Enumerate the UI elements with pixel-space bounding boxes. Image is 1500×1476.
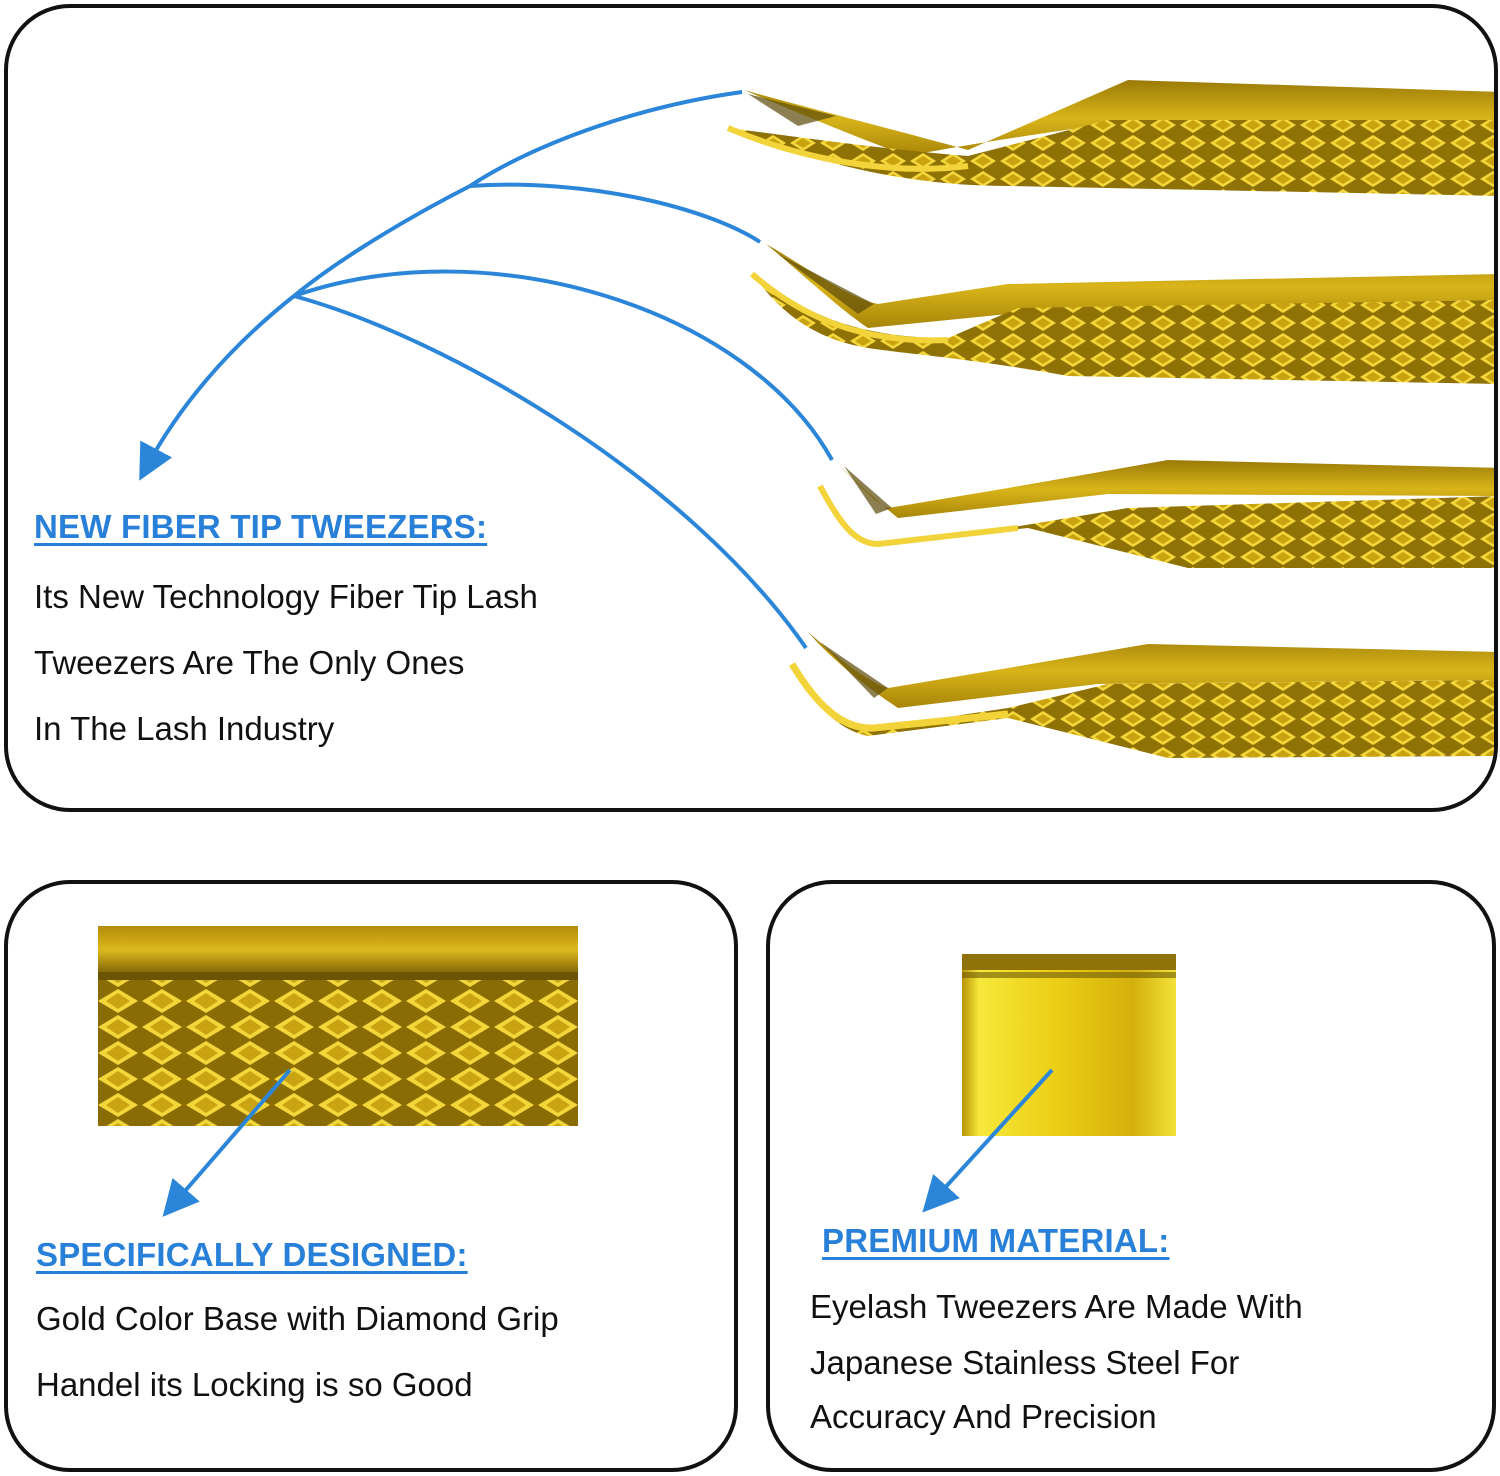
arrow-down-left-icon [922,1068,1054,1213]
designed-line-2: Handel its Locking is so Good [36,1366,473,1403]
designed-panel: SPECIFICALLY DESIGNED: Gold Color Base w… [4,880,738,1472]
tweezer-1-image [726,80,1494,196]
tweezer-2-image [750,244,1494,384]
fiber-tip-title: NEW FIBER TIP TWEEZERS: [34,508,488,545]
arrow-down-left-icon [162,1068,292,1217]
tweezer-3-image [817,460,1494,568]
material-panel: PREMIUM MATERIAL: Eyelash Tweezers Are M… [766,880,1496,1472]
material-line-2: Japanese Stainless Steel For [810,1344,1240,1381]
fiber-tip-panel: NEW FIBER TIP TWEEZERS: Its New Technolo… [4,4,1498,812]
designed-line-1: Gold Color Base with Diamond Grip [36,1300,559,1337]
fiber-tip-line-3: In The Lash Industry [34,710,335,747]
polished-handle-closeup-image [922,954,1176,1213]
tweezers-illustration [139,80,1494,758]
material-title: PREMIUM MATERIAL: [822,1222,1170,1259]
fiber-tip-line-2: Tweezers Are The Only Ones [34,644,465,681]
callout-lines [139,90,834,650]
designed-title: SPECIFICALLY DESIGNED: [36,1236,468,1273]
diamond-grip-closeup-image [98,926,578,1217]
fiber-tip-line-1: Its New Technology Fiber Tip Lash [34,578,538,615]
tweezer-4-image [788,632,1494,758]
arrow-down-left-icon [139,294,296,481]
material-line-1: Eyelash Tweezers Are Made With [810,1288,1303,1325]
material-line-3: Accuracy And Precision [810,1398,1157,1435]
